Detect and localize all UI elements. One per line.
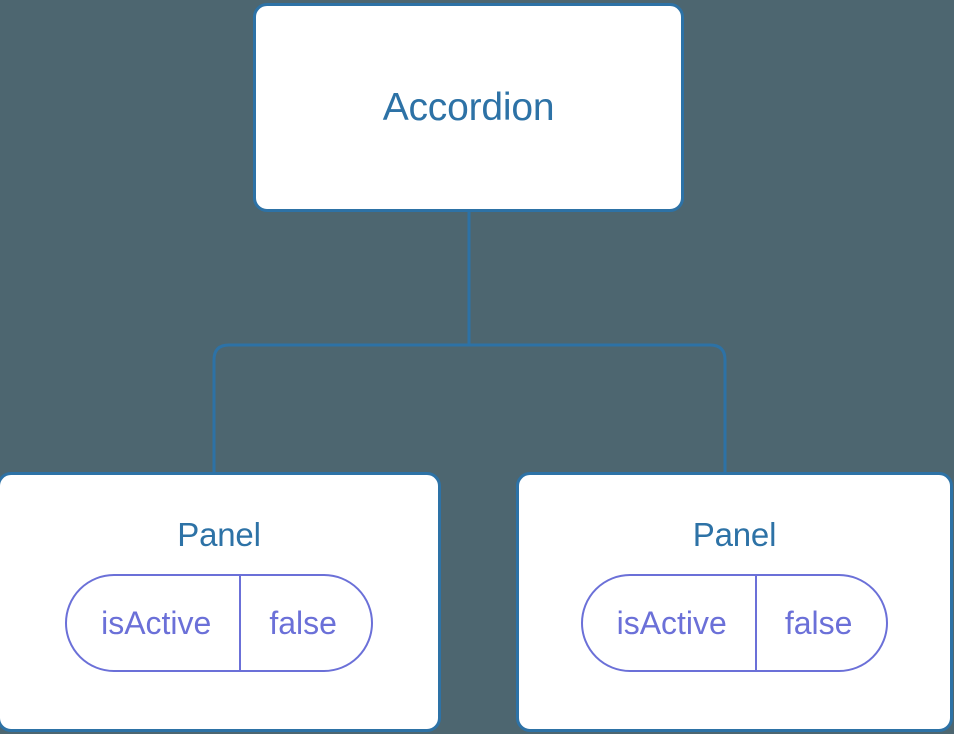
node-title: Panel: [177, 516, 261, 553]
node-title: Accordion: [382, 86, 555, 129]
node-accordion[interactable]: Accordion: [253, 3, 684, 212]
state-key: isActive: [616, 605, 727, 641]
state-pill[interactable]: isActive false: [580, 574, 889, 672]
node-panel-1[interactable]: Panel isActive false: [0, 472, 441, 732]
node-title: Panel: [692, 516, 777, 553]
edge-bus-left: [212, 343, 469, 474]
edge-bus-right: [469, 343, 727, 474]
state-pill[interactable]: isActive false: [65, 574, 373, 672]
node-panel-2[interactable]: Panel isActive false: [516, 472, 953, 732]
state-value: false: [754, 576, 887, 670]
state-key: isActive: [101, 605, 212, 641]
state-value: false: [239, 576, 371, 670]
